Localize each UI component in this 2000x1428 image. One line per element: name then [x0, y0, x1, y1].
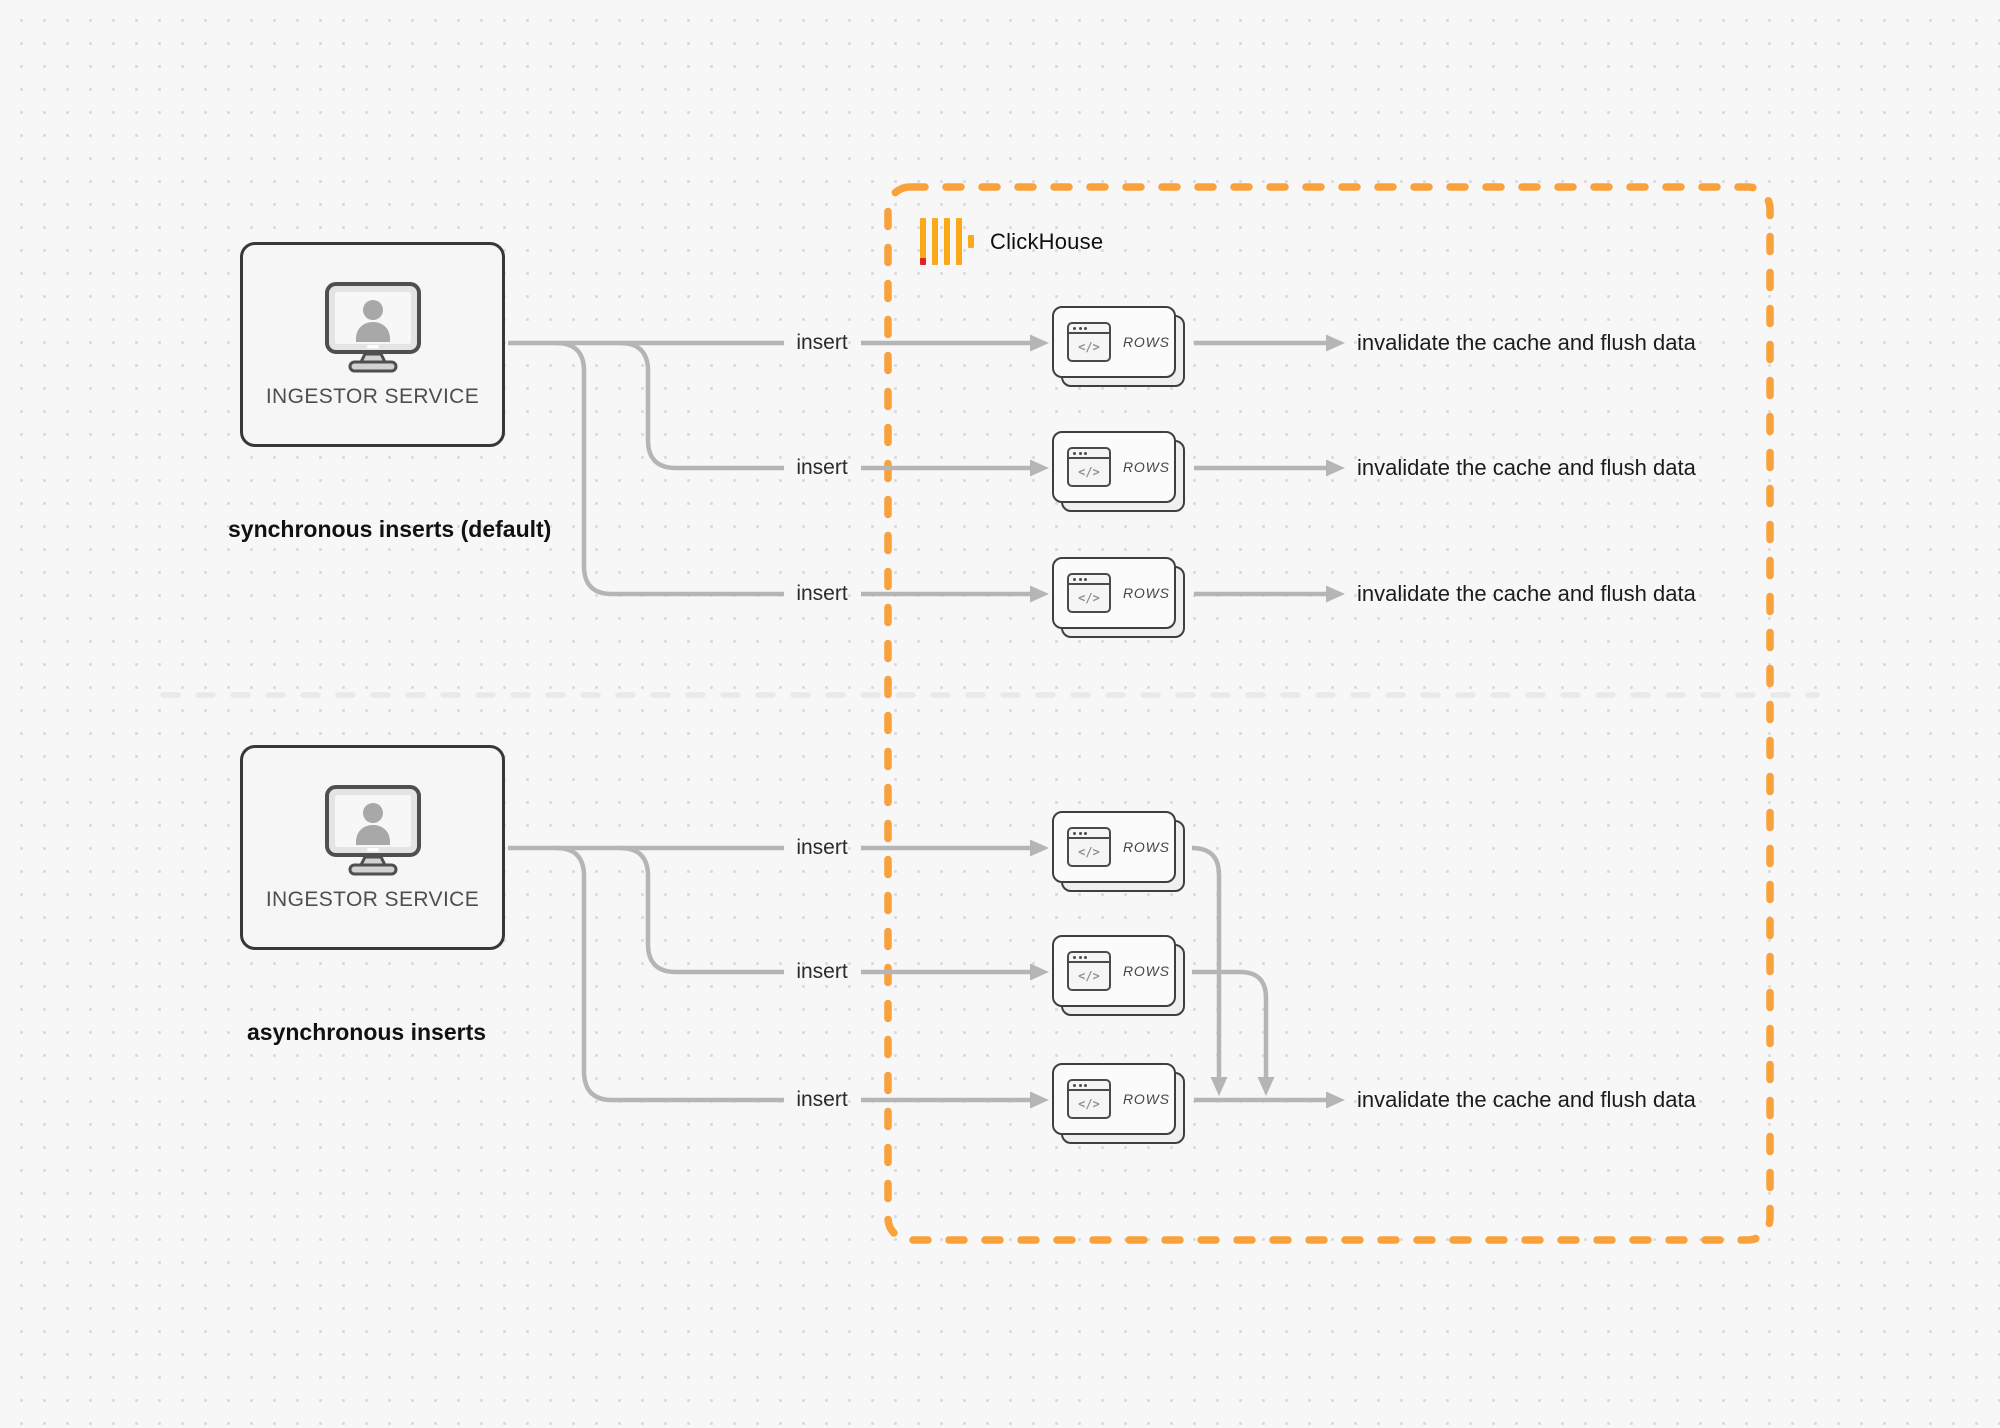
rows-card-async-1: </> ROWS — [1052, 811, 1185, 892]
sync-branch-row3 — [555, 340, 784, 597]
rows-card-async-2: </> ROWS — [1052, 935, 1185, 1016]
clickhouse-logo-red-chip — [920, 258, 926, 265]
insert-label-async-2: insert — [796, 960, 848, 983]
clickhouse-panel-border — [884, 183, 1774, 1244]
rows-card-async-3: </> ROWS — [1052, 1063, 1185, 1144]
browser-window-icon: </> — [1067, 573, 1111, 613]
rows-card-sync-2: </> ROWS — [1052, 431, 1185, 512]
code-glyph: </> — [1078, 969, 1100, 983]
ingestor-service-box-sync: INGESTOR SERVICE — [240, 242, 505, 447]
async-branch-row2 — [619, 845, 784, 975]
monitor-user-icon — [324, 784, 421, 875]
monitor-user-icon — [324, 281, 421, 372]
sync-branch-row2 — [619, 340, 784, 471]
async-connectors — [508, 839, 1345, 1109]
sync-connectors — [508, 334, 1345, 603]
insert-label-sync-1: insert — [796, 331, 848, 354]
clickhouse-logo-icon — [920, 218, 978, 265]
async-merge-row2-down — [1192, 969, 1275, 1096]
invalidate-label-sync-3: invalidate the cache and flush data — [1357, 581, 1696, 606]
ingestor-service-box-async: INGESTOR SERVICE — [240, 745, 505, 950]
rows-card-label: ROWS — [1123, 459, 1170, 475]
rows-card-label: ROWS — [1123, 963, 1170, 979]
insert-label-sync-3: insert — [796, 582, 848, 605]
ingestor-service-label: INGESTOR SERVICE — [265, 384, 480, 408]
invalidate-label-sync-1: invalidate the cache and flush data — [1357, 330, 1696, 355]
async-branch-row3 — [555, 845, 784, 1103]
invalidate-label-async: invalidate the cache and flush data — [1357, 1087, 1696, 1112]
code-glyph: </> — [1078, 465, 1100, 479]
sync-section-caption: synchronous inserts (default) — [228, 516, 552, 542]
browser-window-icon: </> — [1067, 1079, 1111, 1119]
rows-card-sync-1: </> ROWS — [1052, 306, 1185, 387]
code-glyph: </> — [1078, 1097, 1100, 1111]
invalidate-label-sync-2: invalidate the cache and flush data — [1357, 455, 1696, 480]
insert-label-async-1: insert — [796, 836, 848, 859]
async-merge-row1-down — [1191, 845, 1228, 1096]
rows-card-label: ROWS — [1123, 585, 1170, 601]
rows-card-label: ROWS — [1123, 334, 1170, 350]
ingestor-service-label: INGESTOR SERVICE — [265, 887, 480, 911]
browser-window-icon: </> — [1067, 322, 1111, 362]
async-section-caption: asynchronous inserts — [247, 1019, 487, 1045]
clickhouse-brand-label: ClickHouse — [990, 229, 1104, 254]
code-glyph: </> — [1078, 845, 1100, 859]
browser-window-icon: </> — [1067, 951, 1111, 991]
code-glyph: </> — [1078, 591, 1100, 605]
rows-card-label: ROWS — [1123, 1091, 1170, 1107]
insert-label-sync-2: insert — [796, 456, 848, 479]
browser-window-icon: </> — [1067, 447, 1111, 487]
rows-card-sync-3: </> ROWS — [1052, 557, 1185, 638]
insert-label-async-3: insert — [796, 1088, 848, 1111]
browser-window-icon: </> — [1067, 827, 1111, 867]
code-glyph: </> — [1078, 340, 1100, 354]
rows-card-label: ROWS — [1123, 839, 1170, 855]
